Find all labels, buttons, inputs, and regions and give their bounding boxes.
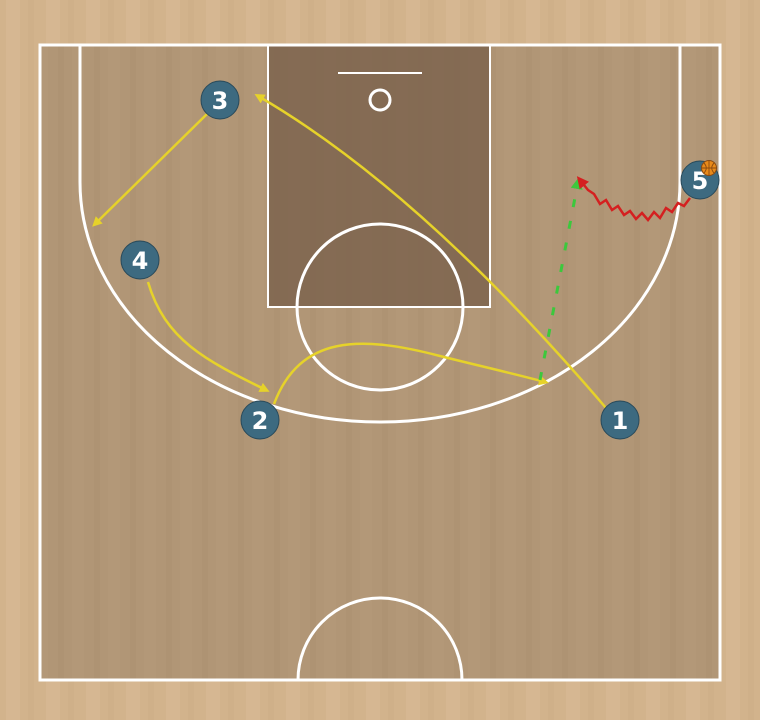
center-circle xyxy=(296,596,464,681)
player-1[interactable]: 1 xyxy=(600,400,640,440)
player-4[interactable]: 4 xyxy=(120,240,160,280)
player-1-label: 1 xyxy=(612,407,629,435)
player-4-label: 4 xyxy=(132,247,149,275)
free-throw-circle xyxy=(295,222,465,392)
basketball-icon xyxy=(701,160,717,176)
cut-2-to-wing xyxy=(272,342,549,405)
cut-1-to-3 xyxy=(254,93,607,409)
cut-3-to-corner xyxy=(92,113,208,227)
paint-area xyxy=(268,45,490,307)
player-2-label: 2 xyxy=(252,407,269,435)
player-2[interactable]: 2 xyxy=(240,400,280,440)
player-5[interactable]: 5 xyxy=(680,160,720,200)
court-boundary xyxy=(38,43,722,682)
cut-4-to-2 xyxy=(146,281,270,392)
basket-rim xyxy=(368,88,392,112)
three-point-line xyxy=(78,45,682,424)
dribble-5 xyxy=(576,176,691,222)
player-3-label: 3 xyxy=(212,87,229,115)
player-3[interactable]: 3 xyxy=(200,80,240,120)
